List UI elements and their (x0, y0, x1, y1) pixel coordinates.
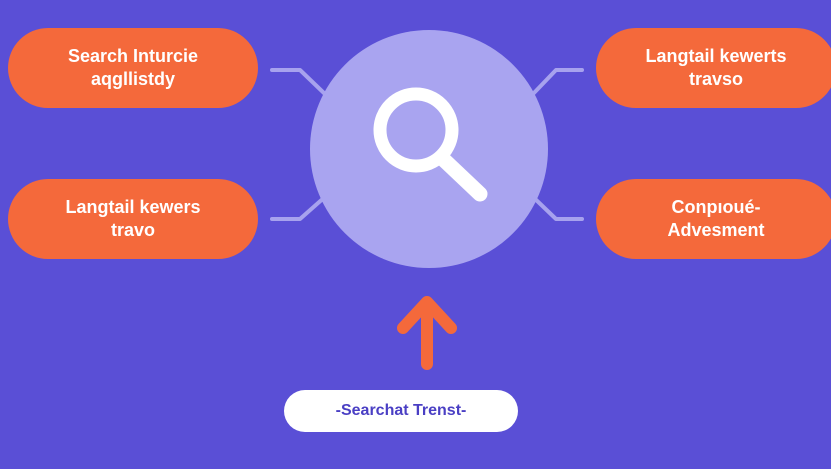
connector-top-right (530, 68, 584, 97)
arrow-up-icon (397, 296, 457, 370)
node-bottom-right: Conpıoué- Advesment (596, 179, 831, 259)
connector-top-left (270, 68, 328, 97)
center-hub (310, 30, 548, 268)
bottom-label: -Searchat Trenst- (284, 390, 518, 432)
node-top-right: Langtail kewerts travso (596, 28, 831, 108)
bottom-label-text: -Searchat Trenst- (335, 402, 467, 419)
node-top-left-label: Search Inturcie aqgllistdy (67, 46, 199, 89)
node-bottom-left: Langtail kewers travo (8, 179, 258, 259)
node-top-right-label: Langtail kewerts travso (645, 46, 787, 89)
search-icon (373, 87, 488, 202)
connector-bottom-right (530, 194, 584, 221)
node-bottom-left-label: Langtail kewers travo (65, 197, 201, 240)
node-bottom-right-label: Conpıoué- Advesment (667, 197, 765, 240)
connector-bottom-left (270, 194, 328, 221)
node-top-left: Search Inturcie aqgllistdy (8, 28, 258, 108)
